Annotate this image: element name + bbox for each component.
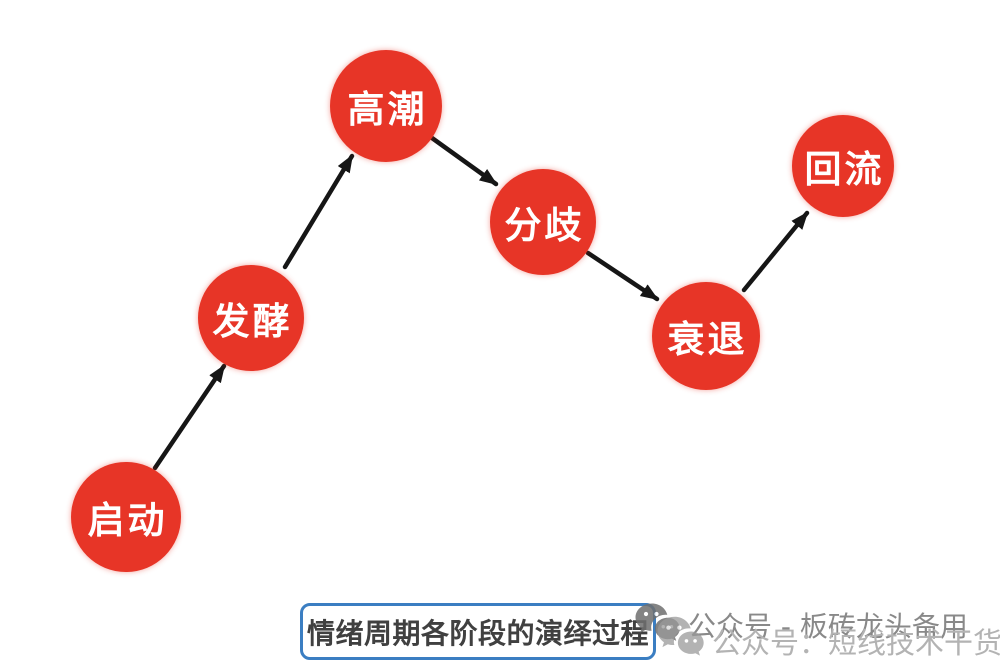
stage-node-fajiao: 发酵 xyxy=(198,265,304,371)
stage-node-shuaitui: 衰退 xyxy=(652,282,760,390)
stage-node-qidong: 启动 xyxy=(71,462,181,572)
watermark-text-2: 公众号：短线技术干货 xyxy=(712,626,1000,660)
diagram-caption-box: 情绪周期各阶段的演绎过程 xyxy=(300,603,656,660)
watermark-line-2: 公众号：短线技术干货 xyxy=(656,614,1000,664)
stage-label: 分歧 xyxy=(504,204,585,247)
arrow-fajiao-gaochao xyxy=(282,153,355,270)
wechat-icon xyxy=(656,614,706,664)
watermark-text-1: 公众号 - 板砖龙头备用 xyxy=(688,610,968,643)
stage-node-gaochao: 高潮 xyxy=(330,50,442,162)
arrow-qidong-fajiao xyxy=(152,363,227,471)
stage-label: 衰退 xyxy=(667,318,748,361)
stage-node-fenqi: 分歧 xyxy=(490,169,596,275)
stage-node-huiliu: 回流 xyxy=(792,115,894,217)
diagram-caption-text: 情绪周期各阶段的演绎过程 xyxy=(306,616,649,650)
arrow-shuaitui-huiliu xyxy=(741,210,810,293)
arrow-gaochao-fenqi xyxy=(429,135,499,187)
stage-label: 启动 xyxy=(87,499,168,542)
arrow-fenqi-shuaitui xyxy=(585,250,660,302)
stage-label: 高潮 xyxy=(347,88,428,131)
stage-label: 发酵 xyxy=(212,300,293,343)
stage-label: 回流 xyxy=(804,148,885,191)
